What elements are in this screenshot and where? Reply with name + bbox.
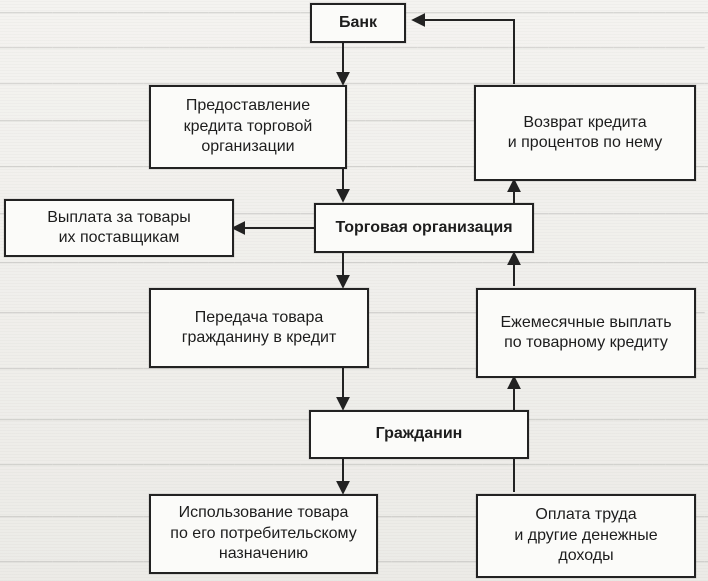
arrow-credit-return-to-bank bbox=[411, 13, 515, 84]
background-noise-line: ────────────────────────────────────────… bbox=[0, 252, 708, 272]
goods-transfer-label: Передача товара гражданину в кредит bbox=[181, 308, 337, 346]
supplier-payment-box: Выплата за товары их поставщикам bbox=[4, 199, 234, 257]
supplier-payment-label: Выплата за товары их поставщикам bbox=[47, 208, 191, 246]
goods-transfer-box: Передача товара гражданину в кредит bbox=[149, 288, 369, 368]
labor-payment-label: Оплата труда и другие денежные доходы bbox=[514, 506, 658, 565]
credit-provision-box: Предоставление кредита торговой организа… bbox=[149, 85, 347, 169]
bank-box: Банк bbox=[310, 3, 406, 43]
monthly-payments-box: Ежемесячные выплать по товарному кредиту bbox=[476, 288, 696, 378]
credit-return-label: Возврат кредита и процентов по нему bbox=[507, 113, 663, 151]
goods-use-box: Использование товара по его потребительс… bbox=[149, 494, 378, 574]
background-noise-line: ────────────────────────────────────────… bbox=[0, 454, 708, 474]
trade-org-box: Торговая организация bbox=[314, 203, 534, 253]
citizens-box: Гражданин bbox=[309, 410, 529, 459]
labor-payment-box: Оплата труда и другие денежные доходы bbox=[476, 494, 696, 578]
citizens-label: Гражданин bbox=[375, 425, 463, 443]
credit-provision-label: Предоставление кредита торговой организа… bbox=[183, 97, 313, 156]
bank-label: Банк bbox=[338, 13, 378, 31]
goods-use-label: Использование товара по его потребительс… bbox=[170, 504, 357, 563]
trade-org-label: Торговая организация bbox=[335, 218, 513, 236]
monthly-payments-label: Ежемесячные выплать по товарному кредиту bbox=[500, 313, 672, 351]
background-noise-line: ────────────────────────────────────────… bbox=[0, 37, 705, 57]
credit-return-box: Возврат кредита и процентов по нему bbox=[474, 85, 696, 181]
